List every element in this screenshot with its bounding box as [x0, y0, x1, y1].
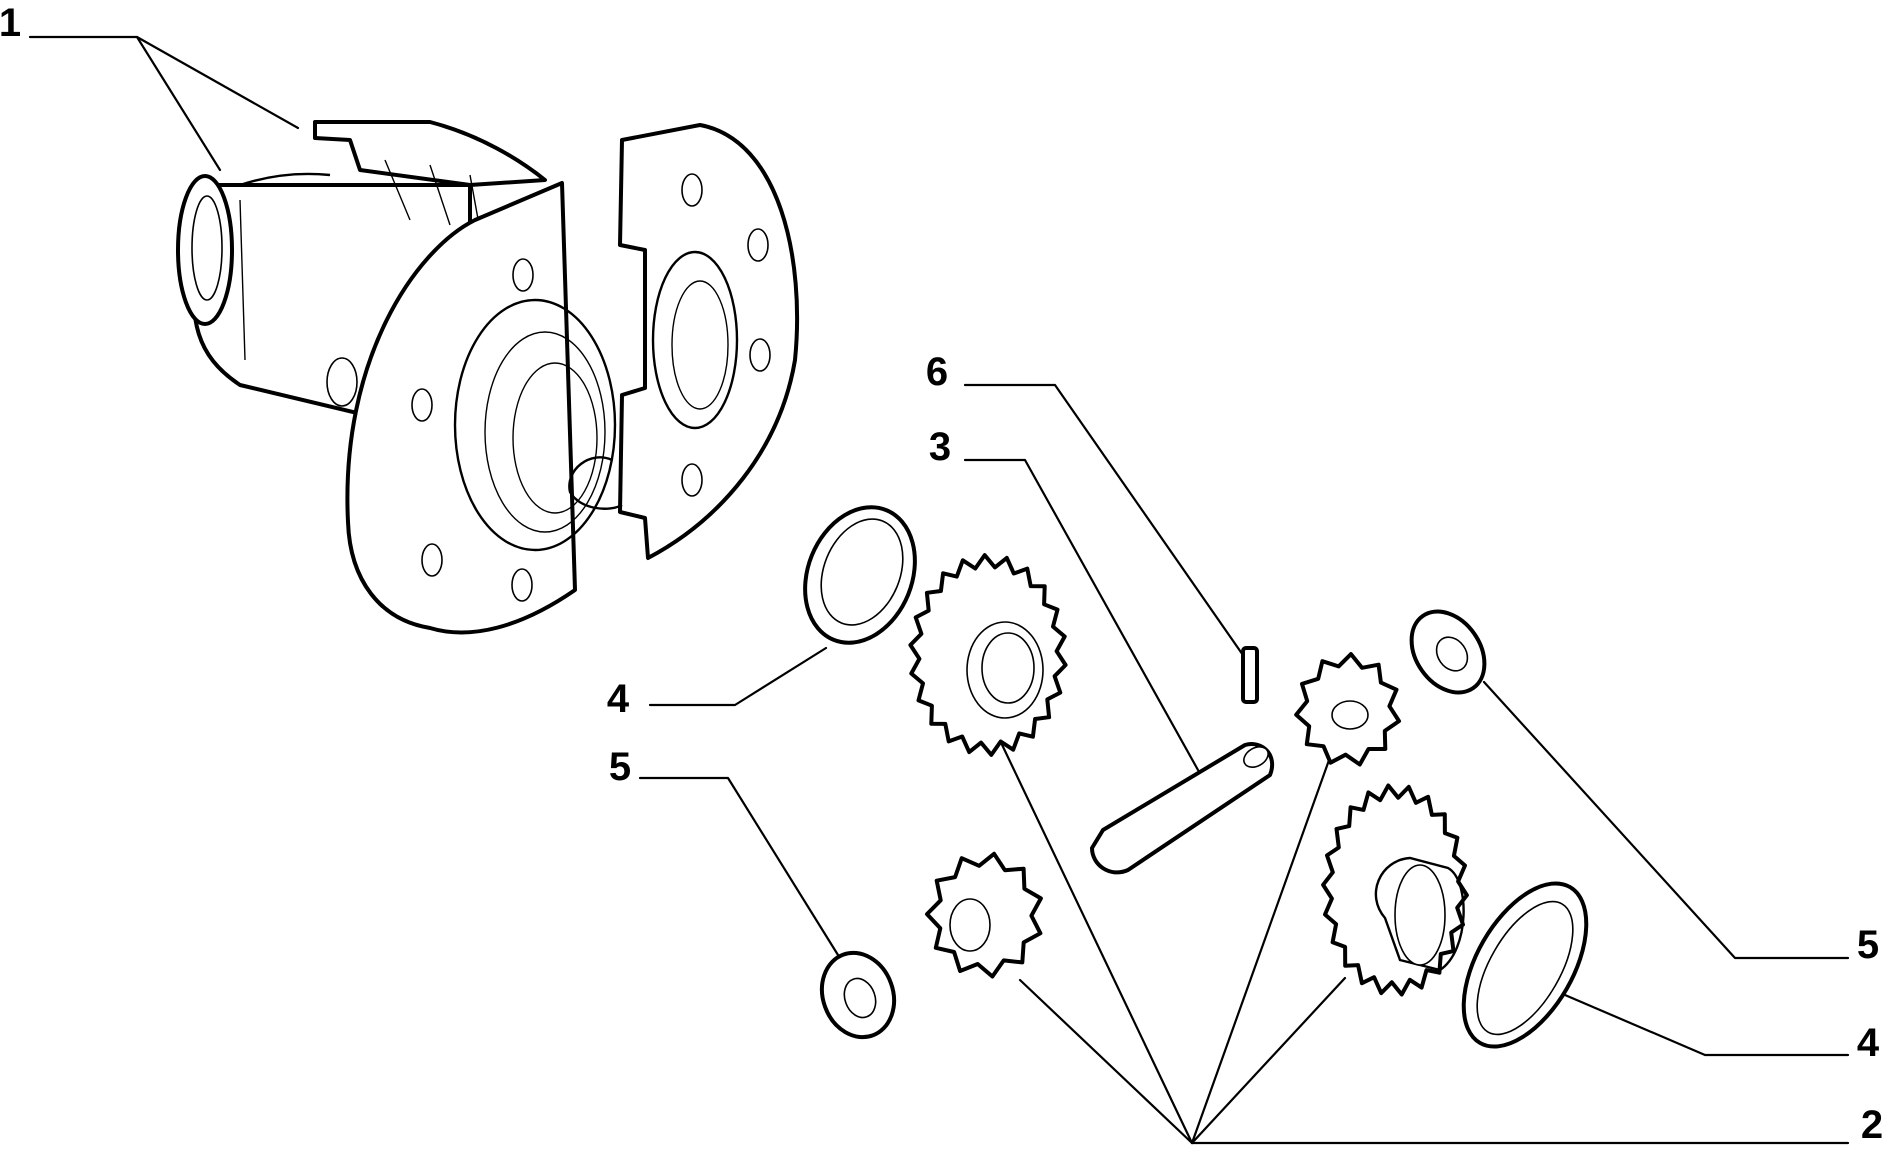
side-gear-upper	[908, 553, 1068, 757]
leader-1	[28, 35, 300, 130]
leader-lines	[28, 35, 1850, 1145]
leader-6	[963, 383, 1247, 660]
callout-6: 6	[926, 350, 948, 394]
washer-5-lower	[819, 950, 897, 1040]
washer-5-upper	[1409, 609, 1487, 695]
leader-2-fan	[993, 728, 1850, 1145]
callout-1: 1	[0, 1, 21, 45]
differential-case	[176, 120, 800, 635]
leader-5b	[1482, 680, 1850, 960]
side-gear-lower	[1321, 783, 1469, 997]
leader-4b	[1563, 993, 1850, 1057]
pinion-shaft-3	[1090, 742, 1274, 875]
callout-4-right: 4	[1857, 1021, 1880, 1065]
pinion-gear-upper	[1294, 652, 1401, 767]
callout-3: 3	[929, 425, 951, 469]
callout-5-left: 5	[609, 745, 631, 789]
roll-pin-6	[1241, 646, 1259, 704]
callout-5-right: 5	[1857, 923, 1879, 967]
washer-4-upper	[803, 505, 917, 645]
leader-4a	[648, 646, 828, 707]
callout-2: 2	[1861, 1103, 1883, 1147]
leader-3	[963, 458, 1200, 772]
leader-5a	[638, 776, 840, 957]
pinion-gear-lower	[925, 851, 1043, 979]
washer-4-lower	[1461, 881, 1589, 1049]
callout-4-left: 4	[607, 677, 630, 721]
leader-1-branch	[135, 35, 222, 172]
